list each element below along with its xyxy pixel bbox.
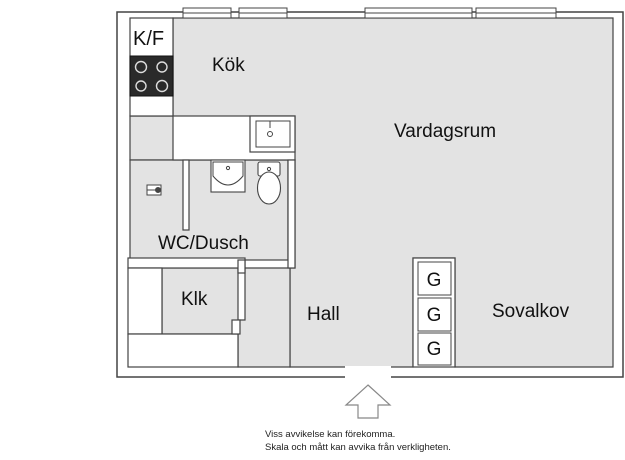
floor-area — [129, 17, 614, 368]
windows — [182, 7, 557, 19]
room-label-kf: K/F — [133, 28, 164, 50]
shower-icon — [146, 184, 162, 196]
room-label-kok: Kök — [212, 55, 245, 76]
room-label-hall: Hall — [307, 304, 340, 325]
disclaimer-line-2: Skala och mått kan avvika från verklighe… — [265, 442, 451, 453]
interior-walls — [127, 159, 296, 368]
room-label-sovalkov: Sovalkov — [492, 301, 570, 322]
storage-label-3: G — [427, 339, 442, 360]
kitchen-sink-icon — [249, 115, 296, 153]
room-label-vardagsrum: Vardagsrum — [394, 121, 496, 142]
entrance-door — [345, 366, 391, 378]
hall-floor — [237, 267, 291, 368]
stove-icon — [129, 55, 174, 97]
room-label-wc-dusch: WC/Dusch — [158, 233, 249, 254]
room-label-klk: Klk — [181, 289, 208, 310]
storage-cabinets: G G G — [412, 257, 456, 368]
entrance-arrow-icon — [344, 384, 392, 419]
toilet-icon — [256, 161, 282, 205]
storage-label-1: G — [427, 270, 442, 291]
washbasin-icon — [210, 159, 246, 193]
disclaimer-line-1: Viss avvikelse kan förekomma. — [265, 429, 396, 440]
storage-label-2: G — [427, 305, 442, 326]
